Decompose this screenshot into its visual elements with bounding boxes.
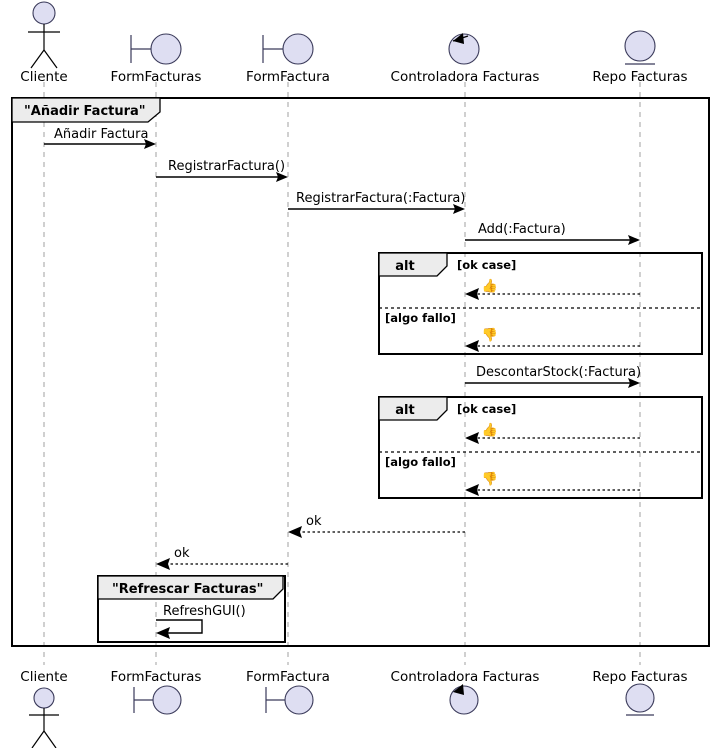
participant-cliente-top[interactable]: Cliente [20,1,68,85]
participant-footer-label-repo: Repo Facturas [592,669,687,685]
frame-title-anadir-factura: "Añadir Factura" [24,104,146,119]
message-m3[interactable]: RegistrarFactura(:Factura) [288,191,465,214]
message-label-thumbs-up-1: 👍 [482,278,498,294]
participant-formfacturas-bottom[interactable]: FormFacturas [111,669,202,715]
boundary-icon [133,685,182,715]
message-label-thumbs-down-2: 👎 [482,471,498,487]
participant-footer-label-controladora: Controladora Facturas [391,669,540,685]
participant-footer-label-formfacturas: FormFacturas [111,669,202,685]
message-label-ok-1: ok [306,514,322,529]
participant-headers-top: Cliente FormFacturas FormFactura [20,1,688,85]
participant-label-formfactura: FormFactura [246,69,330,85]
participant-footer-label-cliente: Cliente [20,669,67,685]
control-icon [449,684,479,715]
lifelines-group [43,82,641,665]
frame-refrescar-facturas: "Refrescar Facturas" [97,575,286,643]
boundary-icon [262,33,314,65]
message-m11[interactable]: ok [156,546,288,570]
message-label-add-factura: Add(:Factura) [478,222,566,237]
alt-guard-algo-fallo-2: [algo fallo] [385,455,456,469]
participant-label-formfacturas: FormFacturas [111,69,202,85]
participant-formfacturas-top[interactable]: FormFacturas [111,33,202,85]
message-label-registrarfactura-factura: RegistrarFactura(:Factura) [296,191,465,206]
participant-repo-top[interactable]: Repo Facturas [592,30,688,85]
participant-label-repo: Repo Facturas [592,69,687,85]
message-label-anadir-factura: Añadir Factura [54,127,149,142]
participant-repo-bottom[interactable]: Repo Facturas [592,669,688,716]
participant-cliente-bottom[interactable]: Cliente [20,669,68,748]
message-m6[interactable]: 👎 [465,327,640,352]
alt-operator-label-1: alt [395,259,414,274]
message-m1[interactable]: Añadir Factura [44,127,156,149]
message-m5[interactable]: 👍 [465,278,640,300]
message-label-descontarstock: DescontarStock(:Factura) [476,365,641,380]
participant-footers-bottom: Cliente FormFacturas [20,669,688,748]
participant-label-cliente: Cliente [20,69,67,85]
participant-label-controladora: Controladora Facturas [391,69,540,85]
participant-formfactura-bottom[interactable]: FormFactura [246,669,330,715]
message-label-registrarfactura: RegistrarFactura() [168,159,285,174]
entity-icon [624,30,656,65]
message-m10[interactable]: ok [288,514,465,538]
participant-formfactura-top[interactable]: FormFactura [246,33,330,85]
boundary-icon [130,33,182,65]
frame-alt-1: alt [ok case] [algo fallo] [378,252,703,355]
message-m8[interactable]: 👍 [465,422,640,444]
boundary-icon [265,685,314,715]
frame-alt-2: alt [ok case] [algo fallo] [378,396,703,499]
frame-title-refrescar-facturas: "Refrescar Facturas" [112,582,263,597]
participant-controladora-top[interactable]: Controladora Facturas [391,33,540,85]
participant-footer-label-formfactura: FormFactura [246,669,330,685]
message-m4[interactable]: Add(:Factura) [465,222,640,245]
alt-guard-ok-case-1: [ok case] [457,258,516,272]
message-label-refreshgui: RefreshGUI() [163,604,246,619]
alt-guard-algo-fallo-1: [algo fallo] [385,311,456,325]
control-icon [448,33,480,65]
alt-operator-label-2: alt [395,403,414,418]
alt-guard-ok-case-2: [ok case] [457,402,516,416]
actor-stick-figure-icon [28,1,60,69]
message-label-thumbs-down-1: 👎 [482,327,498,343]
frame-anadir-factura: "Añadir Factura" [11,97,710,647]
message-m12[interactable]: RefreshGUI() [156,604,246,639]
actor-stick-figure-icon [29,687,59,748]
message-m9[interactable]: 👎 [465,471,640,496]
message-label-thumbs-up-2: 👍 [482,422,498,438]
participant-controladora-bottom[interactable]: Controladora Facturas [391,669,540,715]
message-label-ok-2: ok [174,546,190,561]
message-m2[interactable]: RegistrarFactura() [156,159,288,182]
message-m7[interactable]: DescontarStock(:Factura) [465,365,641,388]
entity-icon [625,683,655,716]
